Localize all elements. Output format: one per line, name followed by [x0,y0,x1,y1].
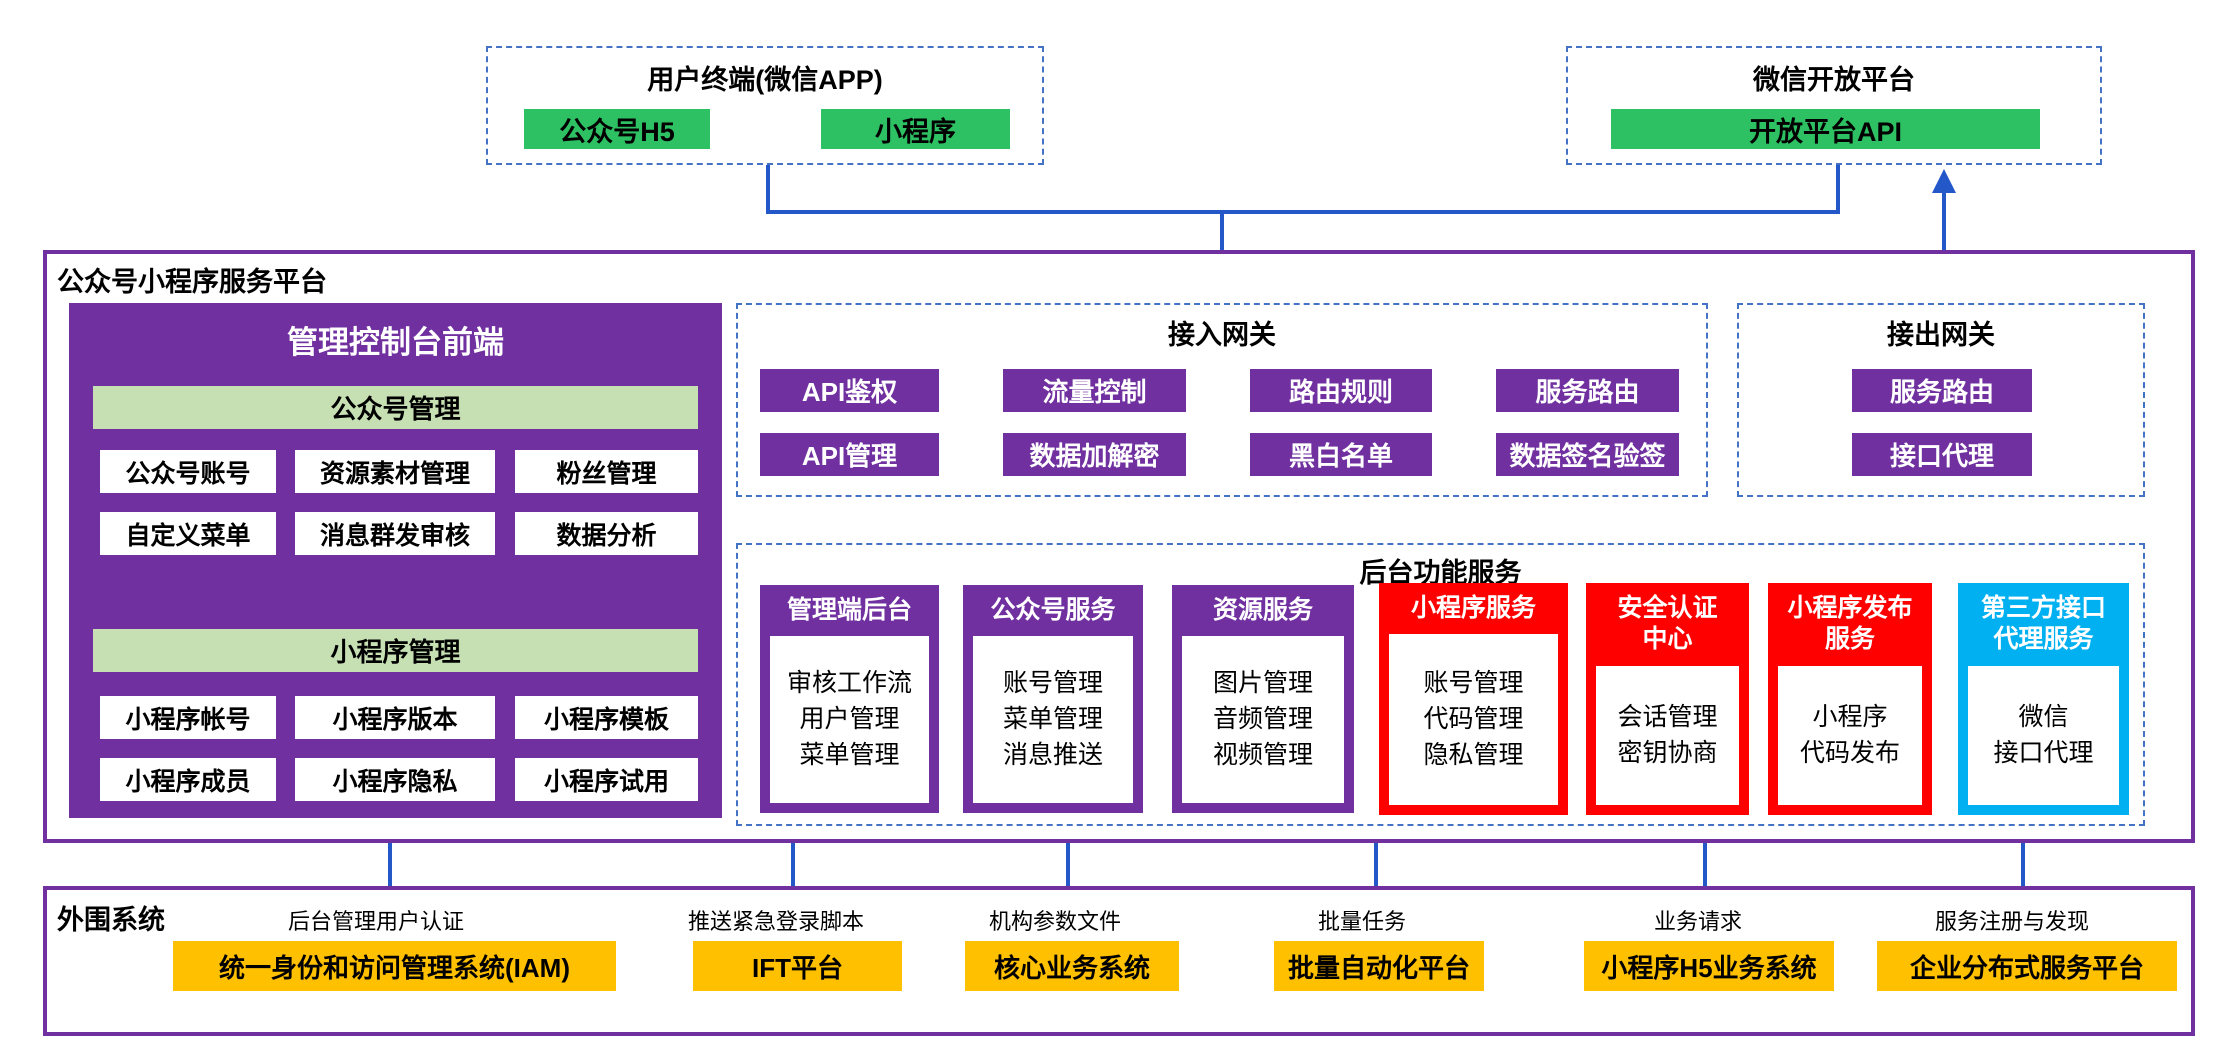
console-item: 自定义菜单 [100,512,276,555]
service-function: 审核工作流 [786,668,912,697]
open-platform-title: 微信开放平台 [1753,65,1915,95]
official-account-mgmt-header: 公众号管理 [93,386,698,429]
service-title: 小程序服务 [1410,594,1536,622]
service-functions: 微信 接口代理 [1968,665,2119,805]
service-functions: 账号管理 菜单管理 消息推送 [973,636,1133,803]
service-function: 菜单管理 [1002,705,1103,733]
service-function: 代码发布 [1799,738,1900,767]
console-item: 小程序版本 [295,696,495,739]
management-console-title: 管理控制台前端 [287,325,504,360]
peripheral-systems-container: 外围系统 后台管理用户认证 推送紧急登录脚本 机构参数文件 批量任务 业务请求 … [43,886,2195,1036]
console-item: 公众号账号 [100,450,276,493]
gateway-item: 数据签名验签 [1496,433,1679,476]
service-function: 隐私管理 [1423,741,1524,770]
gateway-item: API管理 [760,433,939,476]
console-item: 小程序成员 [100,758,276,801]
service-function: 用户管理 [799,705,900,733]
service-title: 小程序发布服务 [1787,594,1913,654]
service-platform-container: 公众号小程序服务平台 管理控制台前端 公众号管理 公众号账号 资源素材管理 粉丝… [43,250,2195,843]
service-functions: 会话管理 密钥协商 [1596,665,1739,805]
service-function: 密钥协商 [1617,738,1718,767]
service-title: 第三方接口代理服务 [1980,594,2106,654]
external-system-batch-automation: 批量自动化平台 [1274,941,1484,991]
service-title: 公众号服务 [990,596,1116,624]
service-title: 资源服务 [1212,596,1313,624]
service-function: 账号管理 [1423,668,1524,697]
outbound-gateway-panel: 接出网关 服务路由 接口代理 [1737,303,2145,497]
service-functions: 小程序 代码发布 [1778,665,1922,805]
user-terminal-title: 用户终端(微信APP) [647,65,883,95]
console-item: 粉丝管理 [515,450,698,493]
connection-label: 推送紧急登录脚本 [687,909,865,934]
access-gateway-panel: 接入网关 API鉴权 流量控制 路由规则 服务路由 API管理 数据加解密 黑白… [736,303,1708,497]
service-function: 接口代理 [1993,738,2094,767]
service-function: 视频管理 [1212,741,1313,770]
access-gateway-title: 接入网关 [1168,320,1276,350]
outbound-gateway-title: 接出网关 [1887,320,1995,350]
service-function: 会话管理 [1617,702,1718,731]
console-item: 资源素材管理 [295,450,495,493]
gateway-item: 数据加解密 [1003,433,1186,476]
service-function: 消息推送 [1002,741,1103,770]
service-function: 微信 [2018,702,2069,731]
console-item: 小程序隐私 [295,758,495,801]
service-title: 管理端后台 [786,596,912,624]
management-console-panel: 管理控制台前端 公众号管理 公众号账号 资源素材管理 粉丝管理 自定义菜单 消息… [69,303,722,818]
service-resource: 资源服务 图片管理 音频管理 视频管理 [1172,585,1354,813]
gateway-item: 服务路由 [1852,369,2032,412]
console-item: 小程序试用 [515,758,698,801]
service-platform-title: 公众号小程序服务平台 [57,267,327,297]
connection-label: 后台管理用户认证 [287,909,465,934]
gateway-item: 黑白名单 [1250,433,1432,476]
service-admin-backend: 管理端后台 审核工作流 用户管理 菜单管理 [760,585,939,813]
open-platform-api-node: 开放平台API [1611,109,2040,149]
backend-services-panel: 后台功能服务 管理端后台 审核工作流 用户管理 菜单管理 公众号服务 账号管理 … [736,543,2145,826]
console-item: 小程序帐号 [100,696,276,739]
external-system-miniprogram-h5: 小程序H5业务系统 [1584,941,1834,991]
gateway-item: API鉴权 [760,369,939,412]
service-functions: 账号管理 代码管理 隐私管理 [1389,634,1558,805]
service-function: 菜单管理 [799,741,900,770]
official-h5-node: 公众号H5 [524,109,710,149]
service-title: 安全认证中心 [1617,594,1718,654]
service-function: 小程序 [1812,702,1888,731]
external-system-distributed-service: 企业分布式服务平台 [1877,941,2177,991]
gateway-item: 接口代理 [1852,433,2032,476]
gateway-item: 服务路由 [1496,369,1679,412]
service-miniprogram-release: 小程序发布服务 小程序 代码发布 [1768,583,1932,815]
external-system-core-business: 核心业务系统 [965,941,1179,991]
service-miniprogram: 小程序服务 账号管理 代码管理 隐私管理 [1379,583,1568,815]
service-official-account: 公众号服务 账号管理 菜单管理 消息推送 [963,585,1143,813]
gateway-item: 流量控制 [1003,369,1186,412]
console-item: 数据分析 [515,512,698,555]
peripheral-systems-title: 外围系统 [57,905,165,935]
connection-label: 业务请求 [1653,909,1743,934]
service-functions: 审核工作流 用户管理 菜单管理 [770,636,929,803]
miniprogram-mgmt-header: 小程序管理 [93,629,698,672]
service-functions: 图片管理 音频管理 视频管理 [1182,636,1344,803]
user-terminal-group: 用户终端(微信APP) 公众号H5 小程序 [486,46,1044,165]
connection-label: 批量任务 [1317,909,1407,934]
service-function: 代码管理 [1423,705,1524,733]
open-platform-group: 微信开放平台 开放平台API [1566,46,2102,165]
external-system-ift: IFT平台 [693,941,902,991]
service-function: 账号管理 [1002,668,1103,697]
connection-label: 机构参数文件 [988,909,1122,934]
console-item: 小程序模板 [515,696,698,739]
service-function: 音频管理 [1212,705,1313,733]
miniprogram-node: 小程序 [821,109,1010,149]
external-system-iam: 统一身份和访问管理系统(IAM) [173,941,616,991]
service-function: 图片管理 [1212,668,1313,697]
gateway-item: 路由规则 [1250,369,1432,412]
console-item: 消息群发审核 [295,512,495,555]
service-thirdparty-proxy: 第三方接口代理服务 微信 接口代理 [1958,583,2129,815]
service-security-auth-center: 安全认证中心 会话管理 密钥协商 [1586,583,1749,815]
connection-label: 服务注册与发现 [1934,909,2090,934]
